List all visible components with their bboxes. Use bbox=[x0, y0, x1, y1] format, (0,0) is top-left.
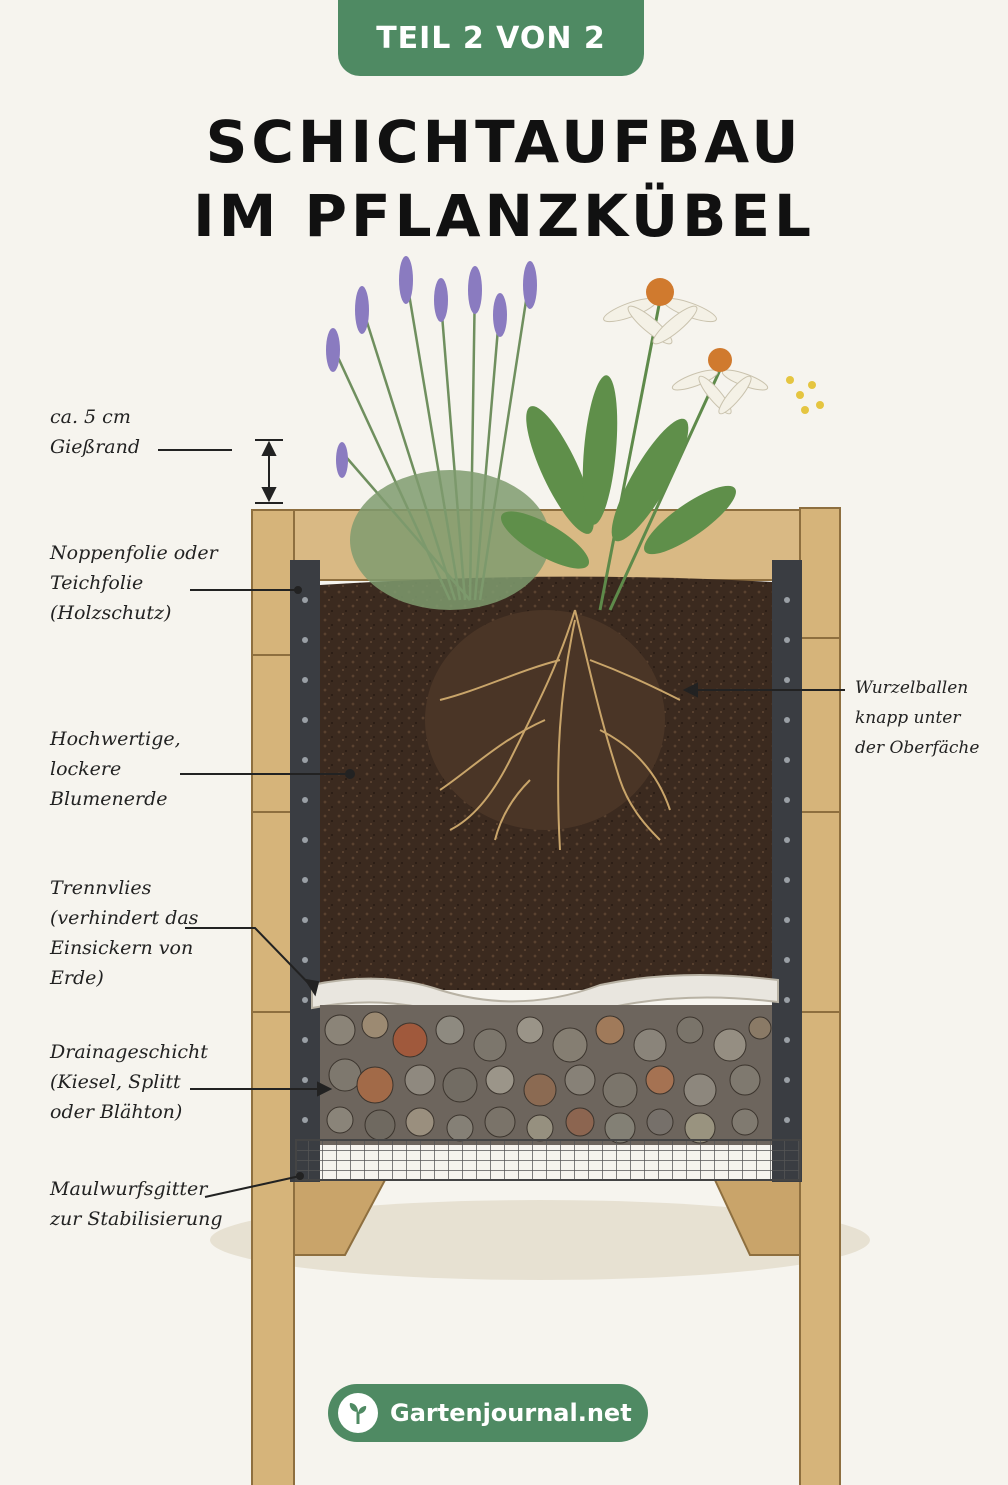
label-line: Noppenfolie oder bbox=[50, 542, 218, 564]
ground-shadow bbox=[210, 1200, 870, 1280]
label-vlies: Trennvlies (verhindert das Einsickern vo… bbox=[50, 873, 198, 993]
label-line: Erde) bbox=[50, 967, 104, 989]
footer-brand[interactable]: Gartenjournal.net bbox=[328, 1384, 648, 1442]
lavender-plant bbox=[326, 256, 550, 610]
label-line: (verhindert das bbox=[50, 907, 199, 929]
label-line: Teichfolie bbox=[50, 572, 144, 594]
label-wurzel: Wurzelballen knapp unter der Oberfäche bbox=[855, 673, 979, 763]
label-line: (Holzschutz) bbox=[50, 602, 172, 624]
label-line: knapp unter bbox=[855, 708, 961, 728]
label-line: lockere bbox=[50, 758, 122, 780]
footer-text: Gartenjournal.net bbox=[390, 1399, 632, 1427]
page-title-line-2: IM PFLANZKÜBEL bbox=[193, 182, 815, 250]
label-erde: Hochwertige, lockere Blumenerde bbox=[50, 724, 181, 814]
root-ball bbox=[425, 609, 681, 851]
label-line: Drainageschicht bbox=[50, 1041, 208, 1063]
label-folie: Noppenfolie oder Teichfolie (Holzschutz) bbox=[50, 538, 218, 628]
part-badge: TEIL 2 VON 2 bbox=[338, 0, 644, 76]
liner-foil bbox=[290, 560, 802, 1182]
wooden-frame bbox=[251, 507, 841, 1485]
mole-grid bbox=[295, 1139, 801, 1181]
label-line: Trennvlies bbox=[50, 877, 152, 899]
sprout-logo-icon bbox=[338, 1393, 378, 1433]
label-line: (Kiesel, Splitt bbox=[50, 1071, 181, 1093]
label-line: Gießrand bbox=[50, 436, 140, 458]
label-line: Blumenerde bbox=[50, 788, 168, 810]
coneflower-plant bbox=[500, 278, 824, 611]
label-line: oder Blähton) bbox=[50, 1101, 183, 1123]
dimension-arrow bbox=[255, 439, 283, 504]
label-line: ca. 5 cm bbox=[50, 406, 131, 428]
leader-lines bbox=[158, 449, 845, 1198]
label-line: zur Stabilisierung bbox=[50, 1208, 223, 1230]
label-gitter: Maulwurfsgitter zur Stabilisierung bbox=[50, 1174, 223, 1234]
label-drainage: Drainageschicht (Kiesel, Splitt oder Blä… bbox=[50, 1037, 208, 1127]
label-line: Maulwurfsgitter bbox=[50, 1178, 208, 1200]
label-line: Einsickern von bbox=[50, 937, 194, 959]
label-line: Hochwertige, bbox=[50, 728, 181, 750]
page-title-line-1: SCHICHTAUFBAU bbox=[205, 108, 803, 176]
drainage-layer bbox=[320, 1005, 772, 1145]
label-giessrand: ca. 5 cm Gießrand bbox=[50, 402, 140, 462]
label-line: Wurzelballen bbox=[855, 678, 969, 698]
label-line: der Oberfäche bbox=[855, 738, 980, 758]
